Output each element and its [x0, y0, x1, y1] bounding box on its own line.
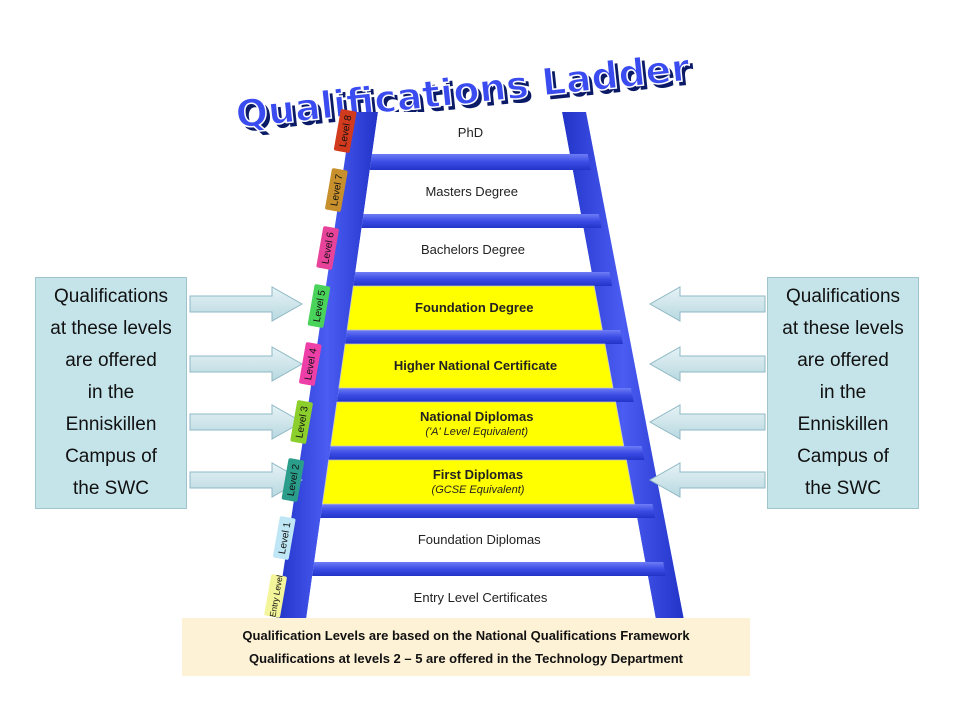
footer-line-1: Qualification Levels are based on the Na… [242, 628, 690, 643]
offered-note-line: the SWC [72, 478, 150, 499]
qualification-name: Masters Degree [425, 184, 518, 199]
ladder-band [321, 459, 636, 505]
offered-note-line: are offered [797, 350, 889, 371]
arrow-left-icon [648, 346, 766, 382]
qualification-name: Entry Level Certificates [413, 590, 548, 605]
rung-label: Foundation Diplomas [309, 532, 649, 547]
offered-note-line: at these levels [782, 318, 904, 339]
ladder-band [355, 228, 592, 272]
qualification-name: PhD [457, 125, 484, 140]
ladder-step [320, 504, 656, 518]
arrow-right-icon [189, 286, 304, 322]
qualification-name: Foundation Diplomas [417, 532, 541, 547]
ladder-step [369, 154, 591, 170]
ladder-band [330, 401, 625, 447]
ladder-left-rail [276, 112, 378, 620]
offered-note-line: Campus of [797, 446, 889, 467]
qualification-name: Bachelors Degree [420, 242, 526, 257]
level-tag: Level 3 [290, 400, 313, 444]
rung-label: Entry Level Certificates [311, 590, 651, 605]
qualification-equivalent: ('A' Level Equivalent) [425, 426, 529, 438]
offered-note-line: Enniskillen [797, 414, 889, 435]
rung-label: Higher National Certificate [306, 358, 646, 373]
ladder-step [345, 330, 623, 344]
offered-note-line: Qualifications [53, 286, 169, 307]
level-tag: Level 2 [281, 458, 305, 502]
ladder-band [372, 112, 570, 154]
offered-note-line: are offered [65, 350, 157, 371]
level-tag-background [299, 342, 322, 386]
ladder-band [314, 518, 646, 562]
arrow-left-icon [648, 462, 766, 498]
arrow-left-icon [648, 404, 766, 440]
rung-label: PhD [300, 125, 640, 140]
ladder-step [328, 446, 645, 460]
level-tags: Level 8 Level 7 Level 6 Level 5 Level 4 Level… [264, 109, 357, 618]
ladder-rungs [306, 112, 666, 620]
arrow-right-icon [189, 346, 304, 382]
rung-label: Bachelors Degree [303, 242, 643, 257]
offered-note-right: Qualifications at these levels are offer… [767, 277, 919, 509]
level-tag-background [290, 400, 313, 444]
offered-note-line: in the [87, 382, 135, 403]
offered-note-line: the SWC [804, 478, 882, 499]
qualification-name: National Diplomas [420, 409, 534, 424]
level-tag-background [264, 574, 287, 618]
level-tag-background [307, 284, 331, 328]
level-tag: Level 6 [316, 226, 339, 270]
level-tag-background [333, 109, 357, 153]
qualification-equivalent: (GCSE Equivalent) [431, 484, 525, 496]
ladder-step [361, 214, 602, 228]
offered-note-line: Qualifications [785, 286, 901, 307]
ladder-step [353, 272, 613, 286]
level-tag: Entry Level [264, 574, 287, 618]
offered-note-line: at these levels [50, 318, 172, 339]
ladder-right-rail [562, 112, 684, 620]
level-tag: Level 7 [325, 168, 348, 212]
ladder-step [312, 562, 666, 576]
ladder-band [338, 343, 614, 389]
offered-note-line: Enniskillen [65, 414, 157, 435]
arrow-right-icon [189, 404, 304, 440]
rung-label: Masters Degree [302, 184, 642, 199]
ladder-step [336, 388, 634, 402]
qualification-name: Foundation Degree [415, 300, 534, 315]
level-tag-background [281, 458, 305, 502]
offered-note-line: Campus of [65, 446, 157, 467]
level-tag: Level 4 [299, 342, 322, 386]
offered-note-left: Qualifications at these levels are offer… [35, 277, 187, 509]
level-tag-background [316, 226, 339, 270]
level-tag-background [325, 168, 348, 212]
level-tag-background [273, 516, 296, 560]
level-tag: Level 8 [333, 109, 357, 153]
level-tag: Level 1 [273, 516, 296, 560]
offered-note-line: in the [819, 382, 867, 403]
ladder-band [346, 285, 603, 331]
footer-line-2: Qualifications at levels 2 – 5 are offer… [249, 651, 683, 666]
right-arrows [648, 286, 766, 498]
level-tag: Level 5 [307, 284, 331, 328]
ladder-band [363, 170, 581, 214]
ladder-band [306, 576, 656, 620]
rung-label: National Diplomas ('A' Level Equivalent) [307, 409, 647, 438]
qualification-name: First Diplomas [432, 467, 524, 482]
rung-label: First Diplomas (GCSE Equivalent) [308, 467, 648, 496]
rung-label: Foundation Degree [304, 300, 644, 315]
framework-footer: Qualification Levels are based on the Na… [182, 618, 750, 676]
left-arrows [189, 286, 304, 498]
arrow-left-icon [648, 286, 766, 322]
qualification-name: Higher National Certificate [393, 358, 558, 373]
